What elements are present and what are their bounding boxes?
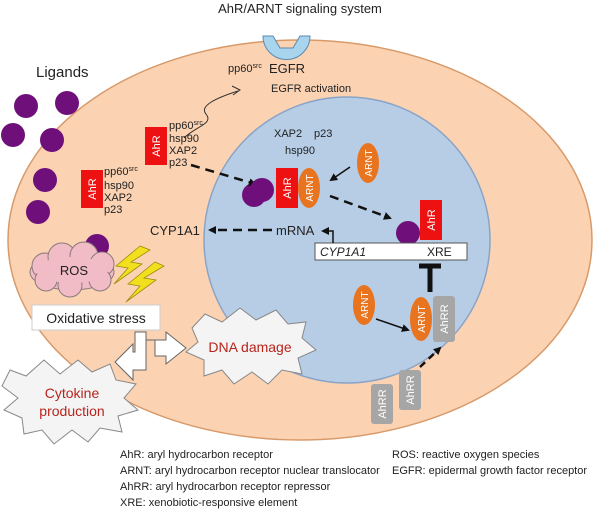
oxidative-stress-label: Oxidative stress — [46, 310, 146, 326]
block-arrow-right — [146, 330, 187, 366]
arnt-oval — [298, 168, 320, 208]
ahrr-box — [371, 384, 393, 424]
dna-binding-arrow — [329, 194, 392, 220]
lightning-icon — [113, 245, 151, 285]
lightning-icon — [125, 261, 165, 303]
arnt-ahrr-binding-arrow — [375, 318, 410, 332]
cyp1a1-protein-label: CYP1A1 — [150, 223, 200, 238]
ligand — [250, 178, 274, 202]
squiggle-arrow — [183, 90, 239, 139]
ahr-label: AhR — [151, 135, 163, 156]
dna-strand — [314, 242, 468, 261]
ligands-label: Ligands — [36, 64, 89, 81]
block-arrow-down — [114, 331, 147, 382]
ahr-box — [145, 127, 167, 165]
ligand — [1, 123, 25, 147]
egfr-label: EGFR — [269, 61, 305, 76]
p23-nuclear-label: p23 — [314, 128, 332, 140]
xap2-label: XAP2 — [104, 192, 132, 204]
translocation-arrow — [190, 163, 257, 187]
ahr-box — [81, 170, 103, 208]
cytokine-label-line1: Cytokine — [45, 385, 100, 401]
mrna-label: mRNA — [276, 223, 315, 238]
arnt-oval — [410, 297, 432, 341]
ligand — [40, 128, 64, 152]
oxidative-stress-box — [31, 304, 161, 331]
arnt-label: ARNT — [360, 291, 371, 318]
arnt-label: ARNT — [305, 174, 316, 201]
diagram-title: AhR/ARNT signaling system — [218, 1, 382, 16]
ahr-box — [276, 168, 298, 208]
egfr-receptor — [262, 35, 311, 60]
ligand — [14, 94, 38, 118]
pp60-label: pp60src — [104, 166, 138, 178]
dna-damage-label: DNA damage — [208, 339, 291, 355]
ros-cloud — [29, 241, 115, 298]
legend-item-arnt: ARNT: aryl hydrocarbon receptor nuclear … — [120, 465, 380, 477]
p23-label: p23 — [169, 157, 187, 169]
xap2-label: XAP2 — [169, 145, 197, 157]
ahr-label: AhR — [282, 177, 294, 198]
legend-item-xre: XRE: xenobiotic-responsive element — [120, 497, 298, 509]
arnt-label: ARNT — [417, 305, 428, 332]
legend-right: ROS: reactive oxygen species EGFR: epide… — [392, 447, 587, 479]
egfr-activation-label: EGFR activation — [271, 83, 351, 95]
legend-item-egfr: EGFR: epidermal growth factor receptor — [392, 465, 588, 477]
cyp1a1-gene-label: CYP1A1 — [320, 245, 366, 259]
ligand — [55, 91, 79, 115]
pp60-label: pp60src — [169, 120, 203, 132]
ligand — [26, 200, 50, 224]
cytokine-burst — [1, 359, 140, 445]
ahrr-label: AhRR — [439, 304, 451, 333]
pp60-label-top: pp60src — [228, 63, 262, 75]
arnt-oval — [357, 143, 379, 183]
hsp90-nuclear-label: hsp90 — [285, 145, 315, 157]
xap2-nuclear-label: XAP2 — [274, 128, 302, 140]
ahr-label: AhR — [87, 178, 99, 199]
legend-left: AhR: aryl hydrocarbon receptor ARNT: ary… — [120, 447, 380, 511]
legend-item-ahr: AhR: aryl hydrocarbon receptor — [120, 449, 273, 461]
cytokine-label-line2: production — [39, 403, 104, 419]
arnt-label: ARNT — [364, 149, 375, 176]
ahr-box — [420, 200, 442, 240]
arnt-oval — [353, 285, 375, 325]
ligand-group — [1, 91, 420, 258]
p23-label: p23 — [104, 204, 122, 216]
squiggle-arrowhead — [231, 85, 241, 96]
ahrr-label: AhRR — [405, 375, 417, 404]
transcription-arrow — [321, 227, 334, 243]
ahrr-label: AhRR — [377, 389, 389, 418]
ahrr-translocation-arrow — [419, 346, 442, 368]
ahrr-box — [399, 370, 421, 410]
hsp90-label: hsp90 — [104, 180, 134, 192]
hsp90-label: hsp90 — [169, 133, 199, 145]
xre-label: XRE — [427, 245, 452, 259]
ligand — [33, 168, 57, 192]
ros-label: ROS — [60, 263, 89, 278]
arnt-binding-arrow — [329, 166, 351, 182]
ligand — [396, 221, 420, 245]
legend-item-ahrr: AhRR: aryl hydrocarbon receptor represso… — [120, 481, 331, 493]
ahrr-box — [433, 296, 455, 342]
legend-item-ros: ROS: reactive oxygen species — [392, 449, 540, 461]
ahr-label: AhR — [426, 209, 438, 230]
dna-damage-burst — [185, 307, 317, 385]
